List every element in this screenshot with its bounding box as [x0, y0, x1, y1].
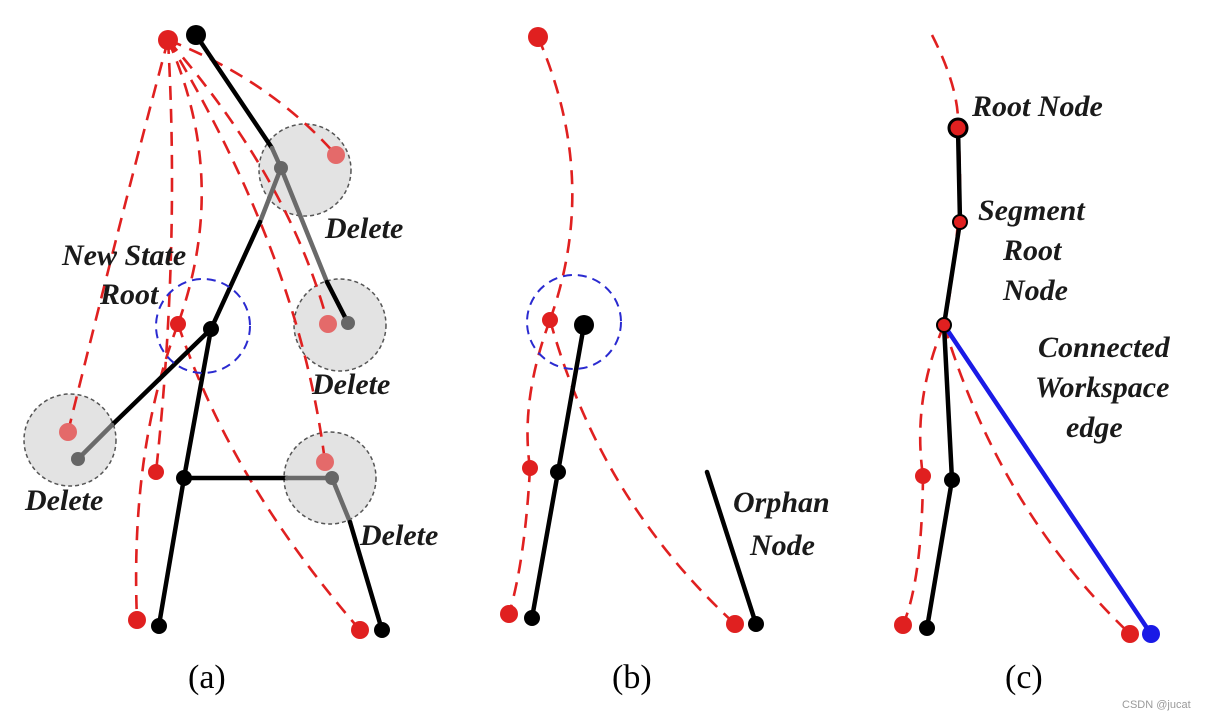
- state-node: [500, 605, 518, 623]
- panel-a-caption: (a): [188, 659, 226, 696]
- state-node: [915, 468, 931, 484]
- delete-label: Delete: [324, 212, 403, 245]
- deleted-workspace-node: [325, 471, 339, 485]
- workspace-root-node: [574, 315, 594, 335]
- new-state-root-circle: [526, 274, 622, 370]
- panel-c: Root Node Segment Root Node Connected Wo…: [894, 34, 1171, 696]
- new-state-root-label-line2: Root: [99, 278, 160, 311]
- delete-region-circle: [293, 278, 387, 372]
- deleted-workspace-node: [71, 452, 85, 466]
- state-node: [522, 460, 538, 476]
- segment-root-node-label-line2: Root: [1002, 234, 1063, 267]
- state-node: [128, 611, 146, 629]
- deleted-state-node: [59, 423, 77, 441]
- root-node: [947, 117, 969, 139]
- segment-root-node: [952, 214, 968, 230]
- workspace-node: [176, 470, 192, 486]
- panel-b-caption: (b): [612, 659, 652, 696]
- connected-edge-label-line2: Workspace: [1035, 371, 1169, 404]
- watermark: CSDN @jucat: [1122, 699, 1191, 711]
- segment-root-node-label-line1: Segment: [978, 194, 1086, 227]
- delete-region-circle: [258, 123, 352, 217]
- deleted-state-node: [327, 146, 345, 164]
- orphan-node-label-line2: Node: [749, 529, 815, 562]
- state-root-node: [158, 30, 178, 50]
- workspace-node: [151, 618, 167, 634]
- new-state-root-circle: [155, 278, 251, 374]
- state-node: [726, 615, 744, 633]
- deleted-workspace-node: [274, 161, 288, 175]
- workspace-root-node: [186, 25, 206, 45]
- connected-edge-label-line1: Connected: [1038, 331, 1171, 364]
- workspace-node: [550, 464, 566, 480]
- workspace-node: [524, 610, 540, 626]
- delete-label: Delete: [24, 484, 103, 517]
- connected-workspace-node: [1142, 625, 1160, 643]
- state-node: [894, 616, 912, 634]
- deleted-state-node: [319, 315, 337, 333]
- state-node: [170, 316, 186, 332]
- panel-b: Orphan Node (b): [500, 27, 830, 696]
- root-node-label: Root Node: [971, 90, 1103, 123]
- workspace-node: [944, 472, 960, 488]
- branch-node: [936, 317, 952, 333]
- state-root-node: [528, 27, 548, 47]
- workspace-node: [919, 620, 935, 636]
- workspace-node: [374, 622, 390, 638]
- workspace-edges: [75, 32, 385, 633]
- state-node: [351, 621, 369, 639]
- state-node: [1121, 625, 1139, 643]
- delete-label: Delete: [311, 368, 390, 401]
- workspace-node: [203, 321, 219, 337]
- panel-a: New State Root Delete Delete Delete Dele…: [23, 25, 438, 696]
- connected-workspace-edge: [941, 322, 1154, 637]
- deleted-state-node: [316, 453, 334, 471]
- orphan-node-label-line1: Orphan: [733, 486, 830, 519]
- state-node: [542, 312, 558, 328]
- new-state-root-label-line1: New State: [61, 239, 186, 272]
- connected-edge-label-line3: edge: [1066, 411, 1123, 444]
- segment-root-node-label-line3: Node: [1002, 274, 1068, 307]
- deleted-workspace-node: [341, 316, 355, 330]
- panel-c-caption: (c): [1005, 659, 1043, 696]
- state-node: [148, 464, 164, 480]
- delete-label: Delete: [359, 519, 438, 552]
- orphan-node: [748, 616, 764, 632]
- state-tree-edges: [66, 38, 361, 631]
